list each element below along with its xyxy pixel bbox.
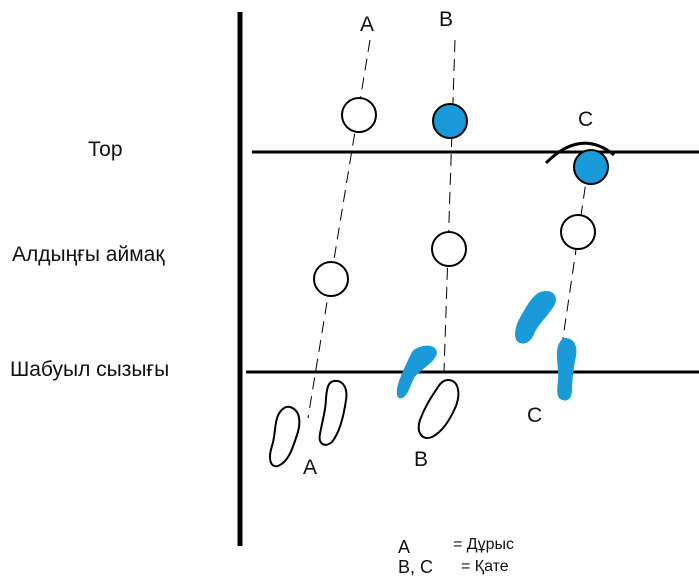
net-label: Тор xyxy=(88,138,123,161)
marker-b-top: B xyxy=(439,8,453,31)
footprint-c-blue-lower xyxy=(556,338,577,401)
ball-b-high-highlighted xyxy=(432,103,468,139)
footprint-b-blue xyxy=(396,345,437,399)
marker-b-bottom: B xyxy=(414,448,428,471)
marker-c-bottom: C xyxy=(527,404,542,427)
ball-c-high-highlighted xyxy=(573,149,609,185)
ball-a-high xyxy=(341,97,377,133)
trajectory-b xyxy=(443,39,456,373)
legend-correct-key: A xyxy=(398,537,410,557)
front-zone-label: Алдыңғы аймақ xyxy=(12,243,165,266)
legend-wrong-text: = Қате xyxy=(461,558,509,575)
footprint-a-right xyxy=(318,379,348,446)
legend-wrong-key: B, C xyxy=(398,557,433,577)
attack-line-label: Шабуыл сызығы xyxy=(10,358,170,381)
net-deflection-arc xyxy=(544,141,615,165)
footprint-a-left xyxy=(269,405,301,468)
ball-c-low xyxy=(560,214,596,250)
marker-a-top: A xyxy=(360,13,374,36)
marker-c-top: C xyxy=(578,108,593,131)
ball-a-low xyxy=(313,261,349,297)
footprint-c-blue-upper xyxy=(515,290,557,344)
marker-a-bottom: A xyxy=(303,456,317,479)
footprint-b xyxy=(417,378,460,439)
trajectory-c xyxy=(561,167,589,346)
legend-correct-text: = Дұрыс xyxy=(453,536,514,553)
ball-b-low xyxy=(431,231,467,267)
trajectory-a xyxy=(307,39,371,419)
